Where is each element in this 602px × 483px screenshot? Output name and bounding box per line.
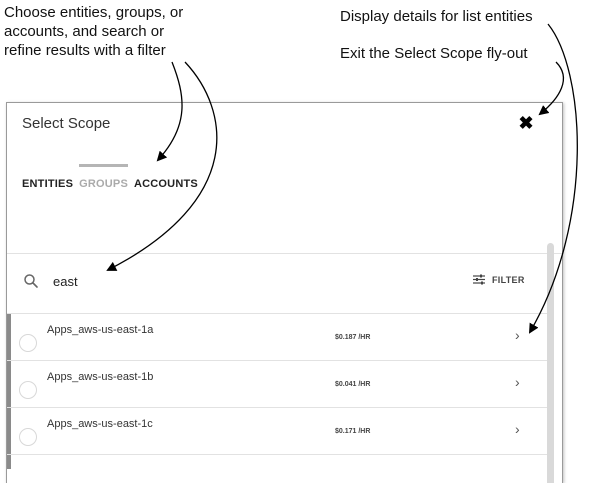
callout-choose-entities: Choose entities, groups, or accounts, an…	[4, 4, 184, 59]
list-item[interactable]: Apps_aws-us-east-1b $0.041 /HR ›	[7, 360, 547, 407]
chevron-right-icon[interactable]: ›	[515, 421, 520, 437]
panel-title: Select Scope	[22, 115, 111, 132]
row-indicator-bar	[7, 314, 11, 360]
row-indicator-bar	[7, 455, 11, 469]
tab-entities[interactable]: ENTITIES	[22, 178, 74, 190]
row-radio[interactable]	[19, 428, 37, 446]
tab-groups-label: GROUPS	[79, 178, 128, 190]
filter-button[interactable]: FILTER	[473, 274, 525, 285]
row-name: Apps_aws-us-east-1a	[47, 324, 154, 336]
tab-groups[interactable]: GROUPS	[79, 164, 128, 198]
list-item[interactable]: Apps_aws-us-east-1c $0.171 /HR ›	[7, 407, 547, 454]
search-icon	[24, 274, 38, 288]
scrollbar[interactable]	[547, 243, 554, 483]
divider	[7, 253, 562, 254]
close-icon[interactable]: ✖	[518, 113, 534, 133]
row-name: Apps_aws-us-east-1b	[47, 371, 154, 383]
row-name: Apps_aws-us-east-1c	[47, 418, 153, 430]
search-input[interactable]	[53, 271, 253, 291]
list-item-partial[interactable]	[7, 454, 547, 469]
select-scope-panel: Select Scope ✖ ENTITIES GROUPS ACCOUNTS …	[6, 102, 563, 483]
filter-label: FILTER	[492, 274, 525, 285]
row-indicator-bar	[7, 361, 11, 407]
chevron-right-icon[interactable]: ›	[515, 374, 520, 390]
chevron-right-icon[interactable]: ›	[515, 327, 520, 343]
row-indicator-bar	[7, 408, 11, 454]
scope-tabs: ENTITIES GROUPS ACCOUNTS	[22, 164, 198, 198]
row-radio[interactable]	[19, 334, 37, 352]
row-cost: $0.187 /HR	[335, 334, 371, 341]
row-radio[interactable]	[19, 381, 37, 399]
search-row: FILTER	[7, 255, 562, 313]
callout-exit-flyout: Exit the Select Scope fly-out	[340, 45, 528, 62]
list-item[interactable]: Apps_aws-us-east-1a $0.187 /HR ›	[7, 313, 547, 360]
entity-list: Apps_aws-us-east-1a $0.187 /HR › Apps_aw…	[7, 313, 547, 469]
row-cost: $0.041 /HR	[335, 381, 371, 388]
tab-accounts[interactable]: ACCOUNTS	[133, 178, 198, 190]
tab-selection-indicator	[79, 164, 128, 167]
callout-display-details: Display details for list entities	[340, 8, 533, 25]
filter-icon	[473, 274, 485, 285]
row-cost: $0.171 /HR	[335, 428, 371, 435]
